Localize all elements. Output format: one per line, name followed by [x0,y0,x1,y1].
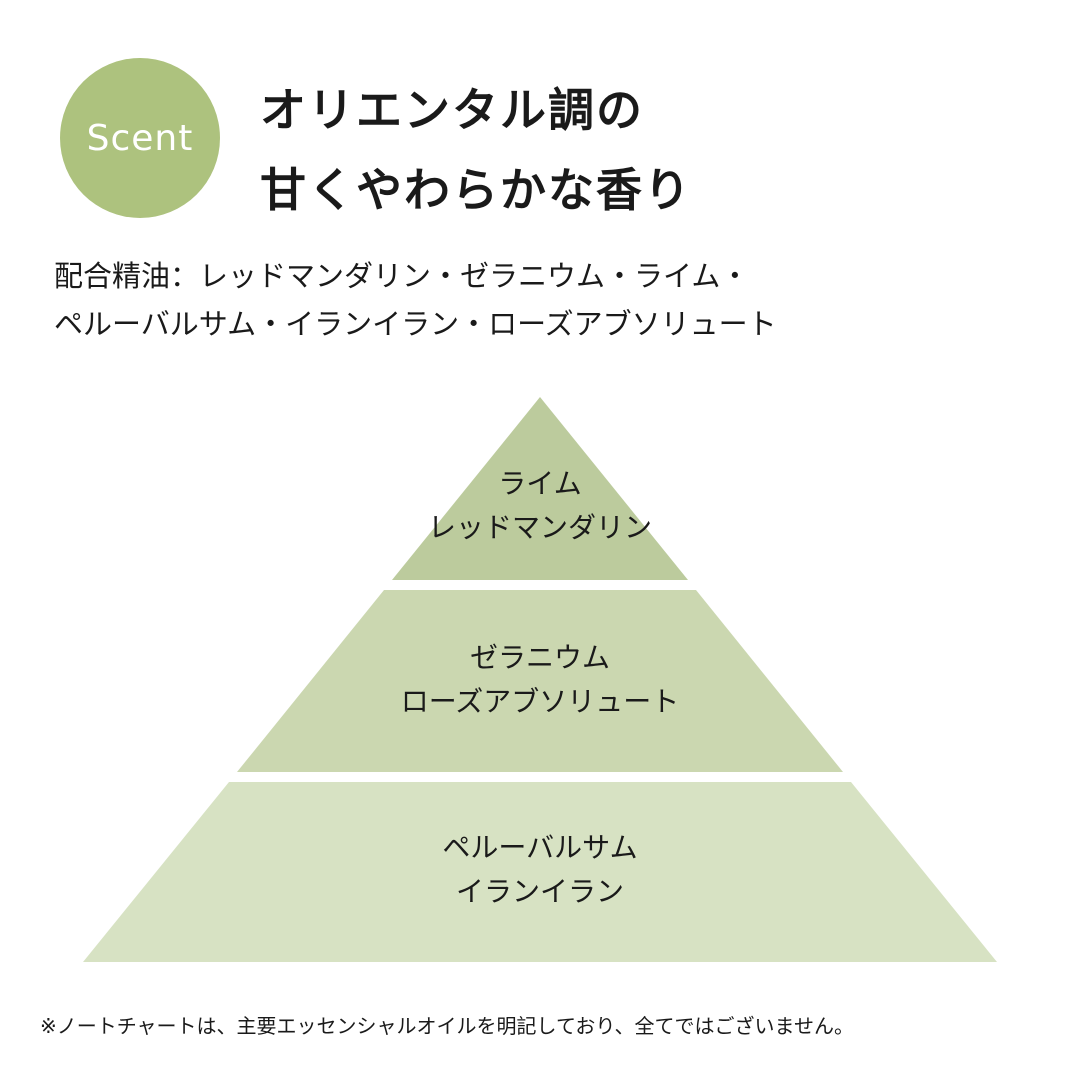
page-title: オリエンタル調の 甘くやわらかな香り [260,70,692,230]
title-line-2: 甘くやわらかな香り [260,163,692,217]
pyramid-tier-top [392,397,688,580]
pyramid-tier-middle [237,590,843,772]
tier-middle-line-1: ゼラニウム [469,641,610,674]
tier-base-line-1: ペルーバルサム [442,831,638,864]
footnote: ※ノートチャートは、主要エッセンシャルオイルを明記しており、全てではございません… [40,1014,854,1038]
tier-top-line-1: ライム [498,467,582,500]
tier-middle-line-2: ローズアブソリュート [400,685,680,718]
tier-top-label: ライム レッドマンダリン [0,462,1080,550]
title-line-1: オリエンタル調の [260,83,644,137]
scent-badge: Scent [60,58,220,218]
essential-oils-list: 配合精油：レッドマンダリン・ゼラニウム・ライム・ ペルーバルサム・イランイラン・… [54,252,777,348]
scent-badge-label: Scent [86,117,194,159]
pyramid-tier-base [83,782,997,962]
tier-middle-label: ゼラニウム ローズアブソリュート [0,636,1080,724]
oils-line-1: 配合精油：レッドマンダリン・ゼラニウム・ライム・ [54,259,750,293]
tier-base-label: ペルーバルサム イランイラン [0,826,1080,914]
tier-base-line-2: イランイラン [455,875,624,908]
tier-top-line-2: レッドマンダリン [427,511,652,544]
oils-line-2: ペルーバルサム・イランイラン・ローズアブソリュート [54,307,777,341]
